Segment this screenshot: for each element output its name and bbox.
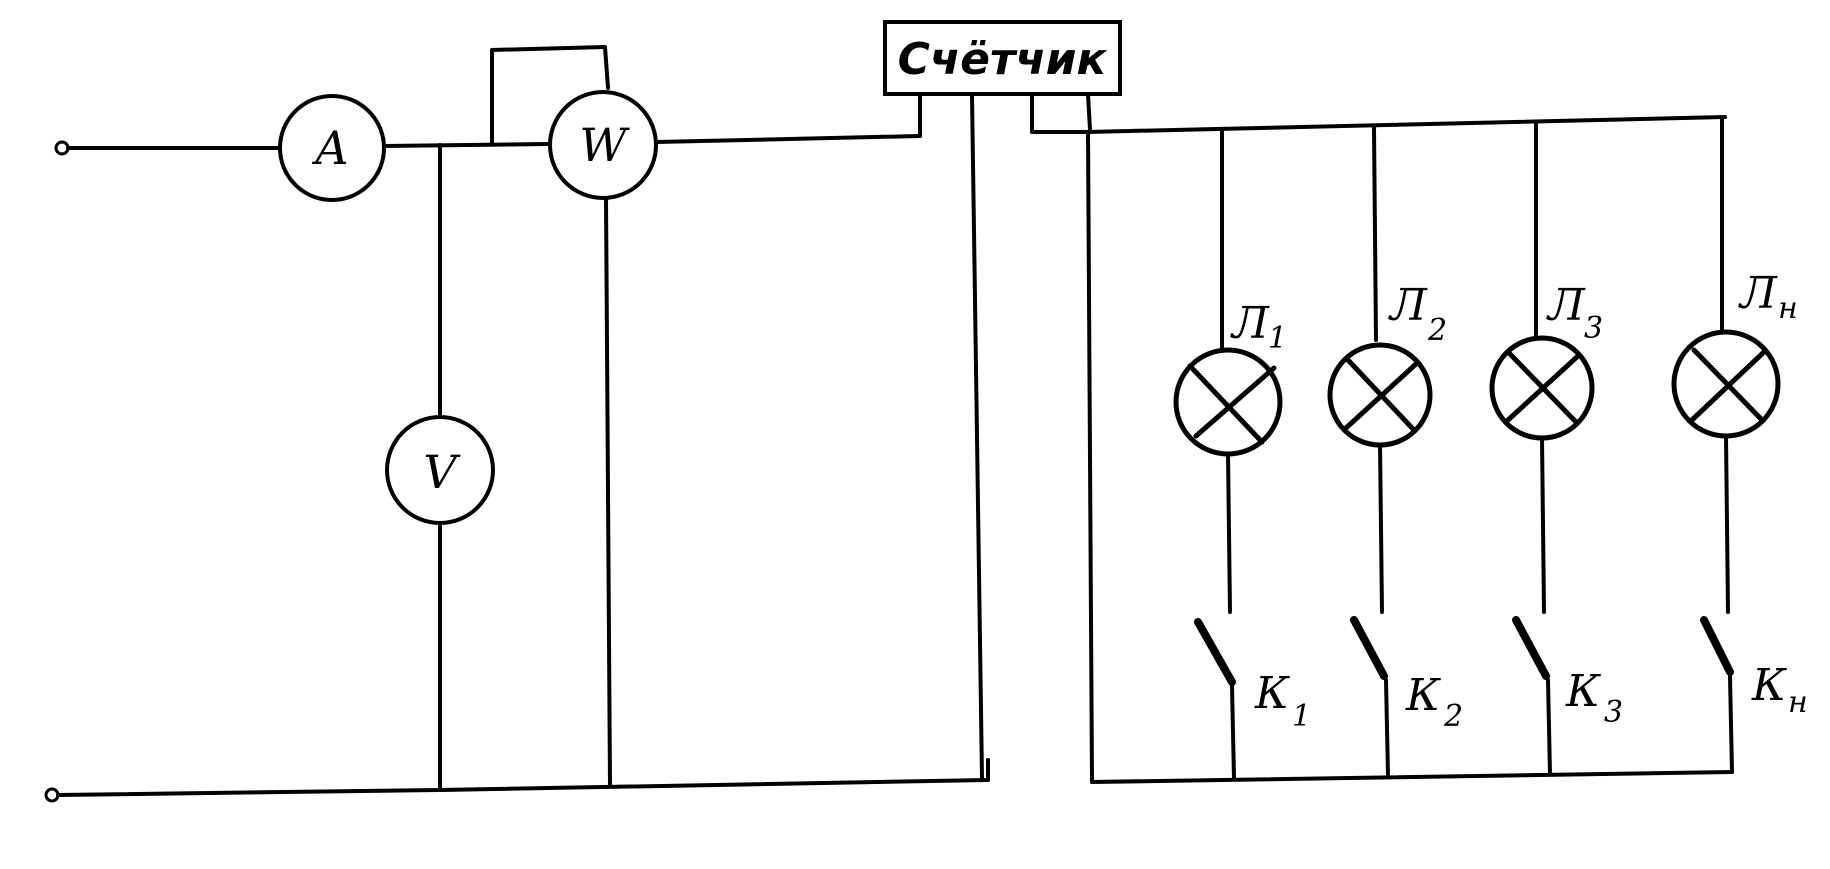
branch-1: Л 1 К 1 bbox=[1173, 128, 1311, 780]
branch-3: Л 3 К 3 bbox=[1489, 122, 1623, 776]
switch-3-label: К bbox=[1565, 666, 1601, 717]
switch-3-blade bbox=[1512, 616, 1550, 680]
switch-2-index: 2 bbox=[1443, 699, 1463, 734]
ammeter: A bbox=[278, 94, 386, 202]
switch-2-label: К bbox=[1405, 670, 1441, 721]
supply-wiring bbox=[56, 45, 990, 797]
lamp-n-index: н bbox=[1778, 291, 1798, 326]
switch-2-blade bbox=[1350, 616, 1388, 680]
wattmeter: W bbox=[548, 90, 658, 200]
switch-n-blade bbox=[1700, 616, 1734, 676]
counter-label: Счётчик bbox=[898, 34, 1108, 85]
lamp-1-index: 1 bbox=[1268, 321, 1287, 356]
ammeter-symbol: A bbox=[311, 121, 348, 175]
wattmeter-symbol: W bbox=[579, 118, 630, 172]
lamp-3-label: Л bbox=[1546, 280, 1586, 331]
branch-2: Л 2 К 2 bbox=[1327, 126, 1463, 778]
branch-n: Л н К н bbox=[1671, 116, 1808, 774]
lamp-1-label: Л bbox=[1230, 298, 1270, 349]
switch-1-label: К bbox=[1254, 668, 1290, 719]
switch-n-index: н bbox=[1788, 685, 1808, 720]
switch-3-index: 3 bbox=[1604, 695, 1623, 730]
voltmeter: V bbox=[385, 415, 495, 525]
lamp-2-index: 2 bbox=[1427, 313, 1447, 348]
load-wiring bbox=[1030, 92, 1734, 784]
switch-1-index: 1 bbox=[1292, 699, 1311, 734]
lamp-n-label: Л bbox=[1738, 268, 1778, 319]
lamp-2-label: Л bbox=[1388, 280, 1428, 331]
counter-box: Счётчик bbox=[883, 20, 1122, 96]
switch-n-label: К bbox=[1751, 660, 1787, 711]
voltmeter-symbol: V bbox=[423, 445, 461, 499]
lamp-3-index: 3 bbox=[1584, 311, 1603, 346]
switch-1-blade bbox=[1194, 618, 1236, 686]
